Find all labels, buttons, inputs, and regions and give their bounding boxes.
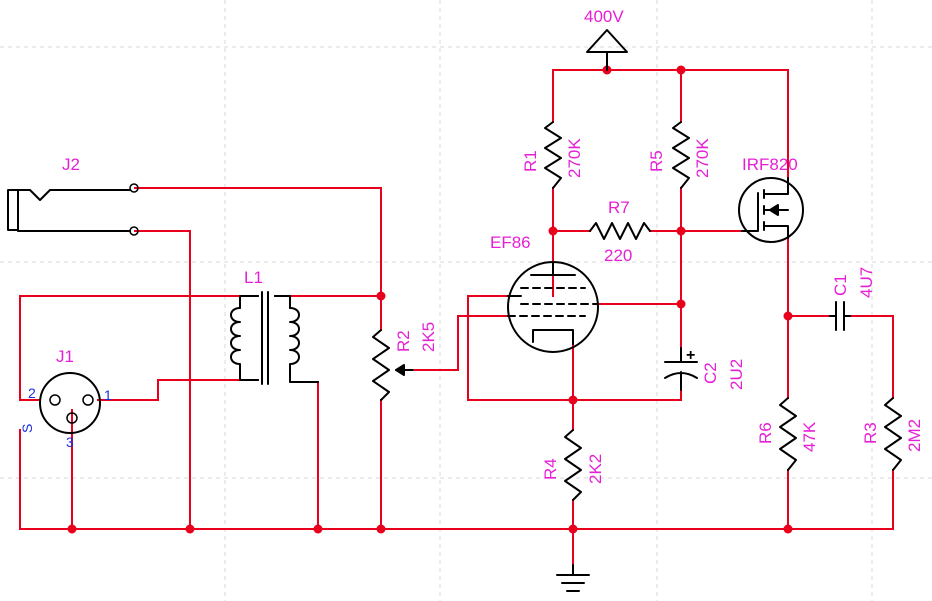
transformer-ref: L1 (244, 268, 263, 287)
xlr-ref: J1 (56, 347, 74, 366)
junction-dots (67, 65, 793, 534)
junction-dot (783, 311, 793, 321)
resistor-value: 270K (693, 138, 712, 178)
supply-symbol: 400V (584, 7, 628, 71)
capacitor-polarity: + (686, 347, 695, 364)
resistor-ref: R1 (521, 150, 540, 172)
junction-dot (548, 226, 558, 236)
junction-dot (67, 524, 77, 534)
mosfet-ref: IRF820 (742, 155, 798, 174)
capacitor-value: 2U2 (727, 359, 746, 390)
resistor-value: 270K (565, 138, 584, 178)
capacitor-ref: C1 (831, 274, 850, 296)
capacitor-c2[interactable]: + C2 2U2 (664, 347, 746, 391)
transformer-l1[interactable]: L1 (230, 268, 319, 385)
resistor-r1[interactable]: R1 270K (521, 121, 584, 189)
potentiometer-r2[interactable]: R2 2K5 (372, 322, 438, 401)
resistor-r7[interactable]: R7 220 (589, 198, 651, 265)
junction-dot (783, 524, 793, 534)
xlr-pin-label: 1 (104, 387, 112, 403)
mosfet-irf820[interactable]: IRF820 (738, 155, 804, 243)
jack-j2[interactable]: J2 (7, 155, 139, 236)
xlr-pin-label: S (19, 424, 35, 433)
junction-dot (676, 65, 686, 75)
resistor-value: 47K (800, 421, 819, 452)
xlr-pin-label: 3 (66, 434, 74, 450)
capacitor-c1[interactable]: C1 4U7 (829, 267, 876, 331)
capacitor-ref: C2 (701, 362, 720, 384)
resistor-value: 2M2 (905, 419, 924, 452)
xlr-pin-label: 2 (28, 385, 36, 401)
resistor-value: 220 (604, 246, 632, 265)
junction-dot (185, 524, 195, 534)
resistor-ref: R4 (541, 458, 560, 480)
resistor-ref: R7 (608, 198, 630, 217)
xlr-j1[interactable]: J1 1 2 3 S (19, 347, 112, 450)
supply-label: 400V (584, 7, 624, 26)
pentode-ef86[interactable]: EF86 (490, 233, 599, 353)
junction-dot (676, 299, 686, 309)
resistor-value: 2K2 (586, 454, 605, 484)
junction-dot (676, 226, 686, 236)
resistor-ref: R3 (861, 422, 880, 444)
resistor-r6[interactable]: R6 47K (756, 397, 819, 471)
tube-ref: EF86 (490, 233, 531, 252)
resistor-r4[interactable]: R4 2K2 (541, 429, 605, 501)
resistor-r3[interactable]: R3 2M2 (861, 397, 924, 471)
resistor-ref: R5 (647, 150, 666, 172)
junction-dot (376, 291, 386, 301)
junction-dot (313, 524, 323, 534)
resistor-ref: R6 (756, 422, 775, 444)
ground-symbol (556, 564, 590, 592)
resistor-r5[interactable]: R5 270K (647, 121, 712, 189)
potentiometer-value: 2K5 (419, 322, 438, 352)
wires (19, 69, 894, 566)
junction-dot (376, 524, 386, 534)
junction-dot (568, 395, 578, 405)
junction-dot (568, 524, 578, 534)
jack-ref: J2 (62, 155, 80, 174)
potentiometer-ref: R2 (394, 330, 413, 352)
capacitor-value: 4U7 (857, 267, 876, 298)
